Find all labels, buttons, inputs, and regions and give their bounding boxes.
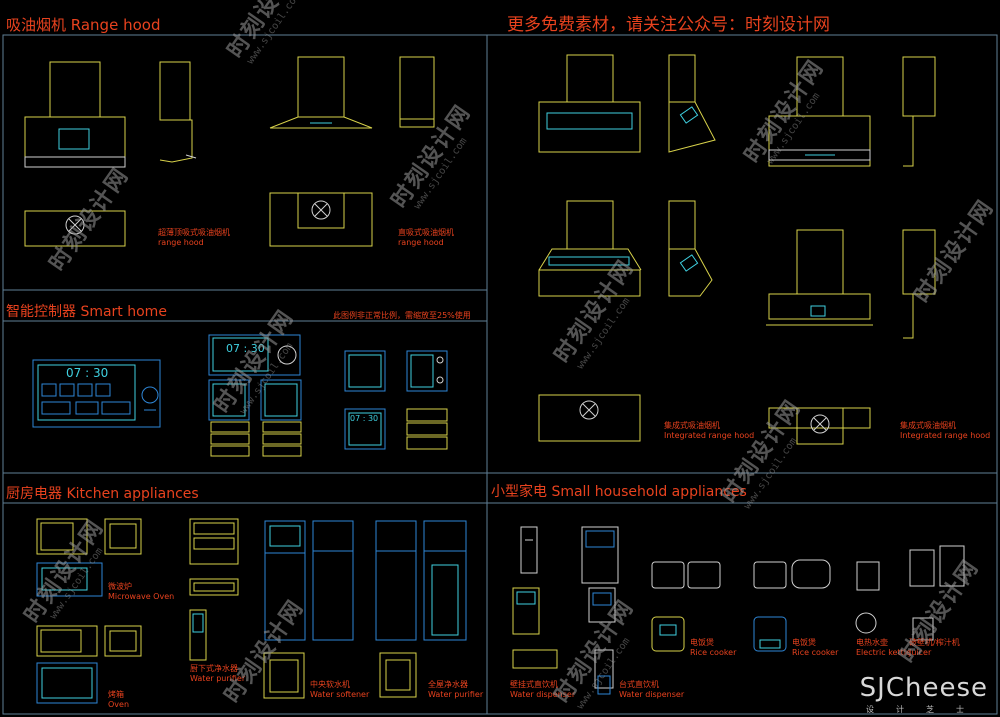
smart-panel-small-d <box>406 408 448 450</box>
side-hood-side-2 <box>902 56 936 167</box>
water-softener-tower-2 <box>312 520 354 641</box>
microwave-wide <box>36 562 103 597</box>
range-hood-slim-side <box>159 61 197 163</box>
oven-small <box>36 625 98 657</box>
side-hood-front-2 <box>768 56 871 167</box>
microwave-front-small <box>36 518 88 555</box>
water-softener-tower-1 <box>264 520 306 641</box>
section-title-small-appliances: 小型家电 Small household appliances <box>491 484 747 500</box>
range-hood-slim-front <box>24 61 126 168</box>
dispenser-base <box>512 649 614 695</box>
under-sink-purifier <box>189 609 207 661</box>
range-hood-slim-top <box>24 210 126 247</box>
panel-frame <box>2 34 998 715</box>
water-purifier-tower-1 <box>375 520 417 641</box>
smart-panel-switches-b <box>260 379 302 457</box>
section-title-smart-home: 智能控制器 Smart home <box>6 304 167 320</box>
range-hood-t-side <box>399 56 435 128</box>
dispenser-desk-tall <box>581 526 619 584</box>
side-hood-side-1 <box>668 54 716 153</box>
rice-cooker-side-2 <box>753 559 831 589</box>
oven-built-in <box>104 625 142 657</box>
rice-cooker-top-2 <box>753 616 787 652</box>
drawer-unit <box>189 518 239 565</box>
scale-note: 此图例非正常比例，需缩放至25%使用 <box>333 311 471 320</box>
softener-box <box>263 652 305 699</box>
section-title-range-hood: 吸油烟机 Range hood <box>6 16 161 34</box>
integrated-hood-top-1 <box>538 394 641 442</box>
smart-panel-switches-a <box>208 379 250 457</box>
dispenser-wall-front <box>512 587 540 635</box>
smart-panel-small-a <box>344 350 386 392</box>
section-title-kitchen: 厨房电器 Kitchen appliances <box>6 486 199 502</box>
rice-cooker-side-1 <box>651 561 721 589</box>
dispenser-desk-front <box>588 587 616 623</box>
side-hood-front-4 <box>766 229 873 326</box>
rice-cooker-top-1 <box>651 616 685 652</box>
smart-panel-large <box>32 359 161 428</box>
dispenser-wall-side <box>520 526 538 574</box>
integrated-hood-top-2 <box>768 407 871 445</box>
side-hood-front-1 <box>538 54 641 153</box>
side-hood-front-3 <box>538 200 642 297</box>
purifier-box <box>379 652 417 698</box>
electric-kettle <box>855 561 880 634</box>
promo-banner: 更多免费素材，请关注公众号：时刻设计网 <box>507 15 830 35</box>
smart-panel-small-c <box>344 408 386 450</box>
smart-panel-small-b <box>406 350 448 392</box>
oven-large <box>36 662 98 704</box>
range-hood-t-top <box>269 192 373 247</box>
screen-time-main: 07 : 30 <box>66 366 109 380</box>
smart-panel-medium <box>208 334 301 376</box>
microwave-built-in <box>104 518 142 555</box>
screen-time-mini: 07 : 30 <box>350 414 379 423</box>
brand-subtitle: 设计芝士 <box>866 705 986 714</box>
brand-logo: SJCheese <box>859 673 988 703</box>
side-hood-side-4 <box>902 229 936 339</box>
side-hood-side-3 <box>668 200 713 297</box>
drawer-slim <box>189 578 239 596</box>
juicer-blender <box>909 545 965 641</box>
screen-time-medium: 07 : 30 <box>226 342 265 355</box>
water-purifier-tower-2 <box>423 520 467 641</box>
range-hood-t-front <box>269 56 373 129</box>
